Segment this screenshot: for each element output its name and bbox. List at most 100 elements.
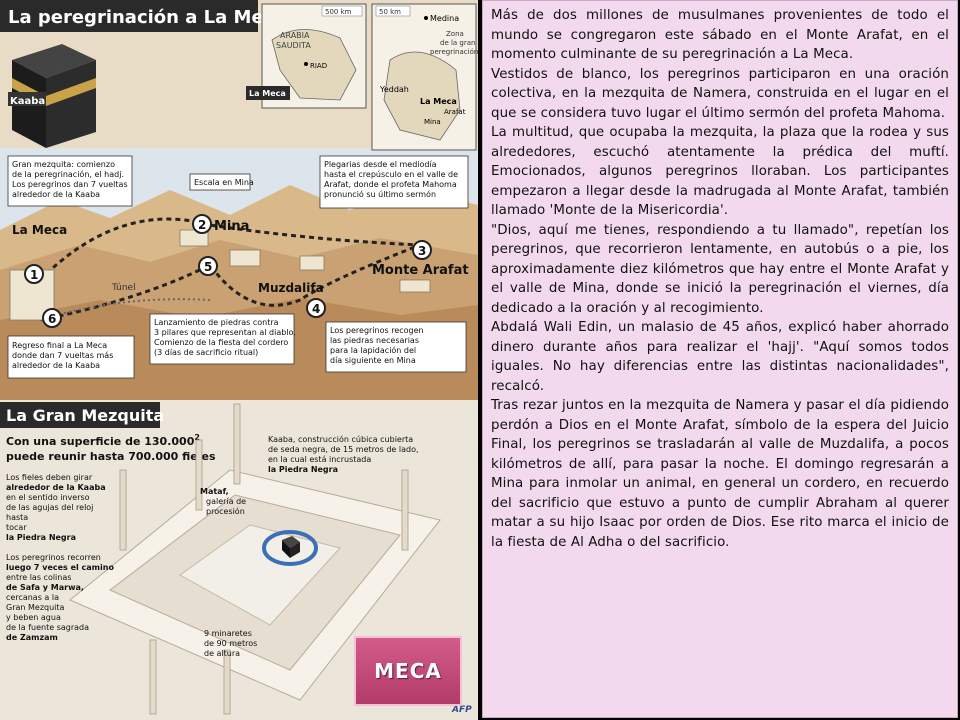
label-monte-arafat: Monte Arafat — [372, 263, 469, 278]
box-gran-line-4: alrededor de la Kaaba — [12, 190, 100, 199]
map-pilgrimage-zone: 50 km Medina Zona de la gran peregrinaci… — [371, 3, 478, 151]
title-bar — [0, 0, 258, 32]
label-la-meca: La Meca — [12, 223, 67, 237]
fieles-line-7: la Piedra Negra — [6, 533, 76, 542]
map-zone-1: Zona — [446, 30, 464, 38]
article-panel: Más de dos millones de musulmanes proven… — [482, 0, 958, 718]
box-regreso-line-1: Regreso final a La Meca — [12, 341, 107, 350]
kaaba-label: Kaaba — [10, 96, 45, 107]
box-plegarias-line-2: hasta el crepúsculo en el valle de — [324, 170, 458, 179]
route-path — [38, 217, 421, 322]
map-zone-3: peregrinación — [430, 48, 478, 56]
box-recogen-line-4: día siguiente en Mina — [330, 356, 416, 365]
kaaba-desc-line-2: de seda negra, de 15 metros de lado, — [268, 445, 419, 454]
box-plegarias-line-1: Plegarias desde el mediodía — [324, 160, 437, 169]
map-saudi-arabia: 500 km ARABIA SAUDITA RIAD La Meca — [246, 3, 367, 109]
step-6: 6 — [48, 312, 56, 326]
article-paragraph-5: Abdalá Wali Edin, un malasio de 45 años,… — [491, 320, 949, 394]
recorren-line-6: Gran Mezquita — [6, 603, 65, 612]
meca-button-label: MECA — [374, 659, 442, 683]
step-5: 5 — [204, 260, 212, 274]
map-scale-a: 500 km — [325, 8, 352, 16]
box-lanz-line-2: 3 pilares que representan al diablo. — [154, 328, 296, 337]
box-lanz-line-4: (3 días de sacrificio ritual) — [154, 348, 258, 357]
box-regreso-line-2: donde dan 7 vueltas más — [12, 351, 113, 360]
mataf-line-3: procesión — [206, 506, 245, 516]
article-paragraph-2: Vestidos de blanco, los peregrinos parti… — [491, 66, 949, 121]
fieles-line-2: alrededor de la Kaaba — [6, 483, 106, 492]
box-recogen-line-2: las piedras necesarias — [330, 336, 419, 345]
gm-title: La Gran Mezquita — [6, 406, 164, 425]
recorren-line-8: de la fuente sagrada — [6, 623, 89, 632]
step-circles: 1 2 3 4 5 6 — [24, 214, 432, 328]
map-country-2: SAUDITA — [276, 41, 311, 50]
box-regreso: Regreso final a La Meca donde dan 7 vuel… — [7, 335, 135, 379]
kaaba-desc-line-3: en la cual está incrustada — [268, 455, 371, 464]
recorren-line-3: entre las colinas — [6, 573, 71, 582]
gm-superficie: Con una superficie de 130.0002 — [6, 433, 200, 448]
box-escala-mina: Escala en Mina — [189, 173, 254, 191]
box-regreso-line-3: alrededor de la Kaaba — [12, 361, 100, 370]
article-paragraph-3: La multitud, que ocupaba la mezquita, la… — [491, 125, 949, 218]
recorren-line-9: de Zamzam — [6, 633, 58, 642]
recorren-line-5: cercanas a la — [6, 593, 59, 602]
map-city-riad: RIAD — [310, 62, 327, 70]
box-lanzamiento: Lanzamiento de piedras contra 3 pilares … — [149, 313, 296, 365]
mataf-line-1: Mataf, — [200, 487, 229, 496]
infographic: La peregrinación a La Meca Kaaba 500 km … — [0, 0, 478, 720]
label-tunel: Túnel — [111, 283, 136, 293]
kaaba-desc-line-1: Kaaba, construcción cúbica cubierta — [268, 434, 413, 444]
gm-capacidad: puede reunir hasta 700.000 fieles — [6, 450, 216, 463]
fieles-line-4: de las agujas del reloj — [6, 503, 93, 512]
step-3: 3 — [418, 244, 426, 258]
infographic-title: La peregrinación a La Meca — [8, 7, 286, 28]
map-mina: Mina — [424, 118, 441, 126]
box-escala-text: Escala en Mina — [194, 178, 254, 187]
gm-title-bar — [0, 402, 160, 428]
mosque-illustration — [69, 469, 441, 701]
recorren-line-2: luego 7 veces el camino — [6, 563, 114, 572]
recorren-line-1: Los peregrinos recorren — [6, 553, 101, 562]
box-recogen-line-3: para la lapidación del — [330, 345, 416, 355]
map-country-1: ARABIA — [280, 31, 310, 40]
box-lanz-line-3: Comienzo de la fiesta del cordero — [154, 338, 288, 347]
step-4: 4 — [312, 302, 320, 316]
fieles-line-1: Los fieles deben girar — [6, 473, 93, 482]
article-paragraph-6: Tras rezar juntos en la mezquita de Name… — [491, 398, 949, 550]
article-paragraph-4: "Dios, aquí me tienes, respondiendo a tu… — [491, 222, 949, 316]
article-paragraph-1: Más de dos millones de musulmanes proven… — [491, 8, 949, 62]
recorren-line-7: y beben agua — [6, 613, 61, 622]
minaretes-line-1: 9 minaretes — [204, 629, 252, 638]
map-city-meca: La Meca — [249, 89, 286, 98]
fieles-text: Los fieles deben girar alrededor de la K… — [6, 473, 106, 542]
meca-button[interactable]: MECA — [354, 636, 462, 706]
minaretes-line-3: de altura — [204, 649, 240, 658]
label-mina: Mina — [214, 219, 249, 234]
minaretes-line-2: de 90 metros — [204, 639, 257, 648]
step-2: 2 — [198, 218, 206, 232]
recorren-line-4: de Safa y Marwa, — [6, 583, 84, 592]
box-gran-mezquita: Gran mezquita: comienzo de la peregrinac… — [7, 155, 133, 207]
box-plegarias-line-3: Arafat, donde el profeta Mahoma — [324, 180, 457, 189]
minaretes-text: 9 minaretes de 90 metros de altura — [204, 629, 257, 658]
fieles-line-5: hasta — [6, 513, 28, 522]
mataf-text: Mataf, galería de procesión — [200, 487, 246, 516]
map-zone-2: de la gran — [440, 39, 475, 47]
kaaba-desc-line-4: la Piedra Negra — [268, 465, 338, 474]
map-medina: Medina — [430, 14, 459, 23]
mataf-line-2: galería de — [206, 497, 246, 506]
kaaba-description: Kaaba, construcción cúbica cubierta de s… — [268, 434, 419, 474]
box-gran-line-1: Gran mezquita: comienzo — [12, 160, 115, 169]
box-recogen-line-1: Los peregrinos recogen — [330, 326, 424, 335]
box-plegarias-line-4: pronunció su último sermón — [324, 189, 436, 199]
rotation-arrow-icon — [262, 530, 318, 566]
label-muzdalifa: Muzdalifa — [258, 281, 324, 295]
box-gran-line-3: Los peregrinos dan 7 vueltas — [12, 180, 128, 189]
box-lanz-line-1: Lanzamiento de piedras contra — [154, 318, 279, 327]
afp-credit: AFP — [451, 705, 472, 715]
map-la-meca: La Meca — [420, 97, 457, 106]
map-yeddah: Yeddah — [379, 85, 409, 94]
fieles-line-6: tocar — [6, 523, 27, 532]
minaret-icons — [119, 403, 409, 715]
tunnel-path — [39, 298, 211, 321]
